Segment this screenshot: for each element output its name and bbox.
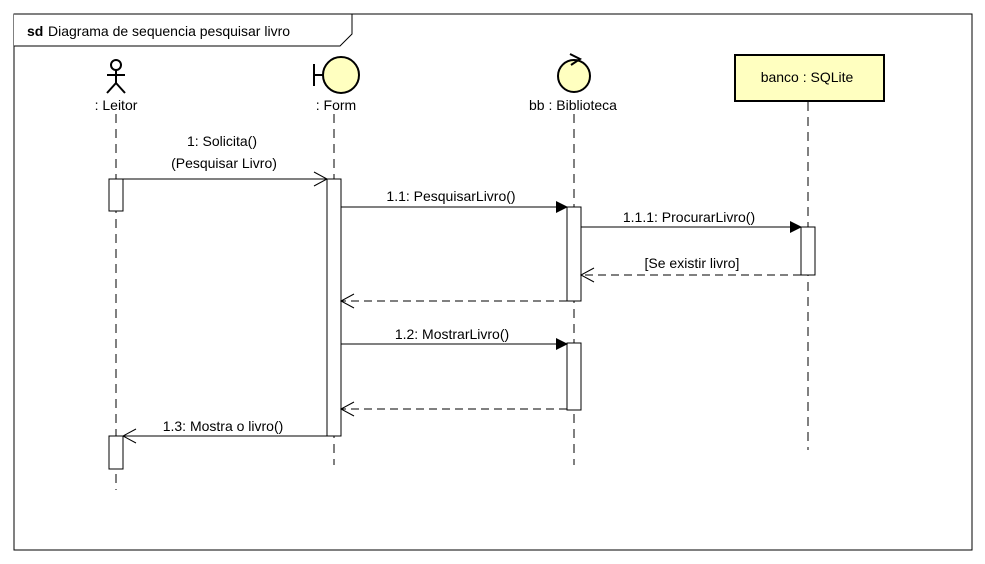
frame-keyword: sd [27,23,43,39]
activation-biblioteca-1 [566,206,582,302]
frame-border [13,13,973,551]
message-1-arrowhead [313,171,329,187]
activation-form [326,178,342,437]
frame-title: Diagrama de sequencia pesquisar livro [48,23,290,39]
message-1-1-1-label: 1.1.1: ProcurarLivro() [623,209,755,225]
participant-banco-label: banco : SQLite [761,69,854,85]
participant-form-label: : Form [316,97,356,113]
control-biblioteca-icon [557,53,591,93]
frame-title-tab [14,13,353,47]
return-1-1-arrowhead [339,293,355,309]
participant-biblioteca-label: bb : Biblioteca [529,97,617,113]
return-1-1-1-label: [Se existir livro] [645,255,740,271]
actor-leitor-icon [106,59,126,94]
activation-biblioteca-2 [566,342,582,411]
boundary-form-icon [313,56,360,94]
participant-leitor-label: : Leitor [95,97,138,113]
return-1-2-arrowhead [339,401,355,417]
message-1-3-label: 1.3: Mostra o livro() [163,418,284,434]
message-1-2-label: 1.2: MostrarLivro() [395,326,509,342]
message-1-label: 1: Solicita() [187,133,257,149]
participant-banco-box [734,54,885,102]
activation-leitor-1 [108,178,124,212]
activation-banco [800,226,816,276]
activation-leitor-2 [108,435,124,470]
return-1-1-1-arrowhead [579,267,595,283]
message-1-1-label: 1.1: PesquisarLivro() [386,188,515,204]
message-1-3-arrowhead [121,428,137,444]
message-1-label-args: (Pesquisar Livro) [171,155,277,171]
